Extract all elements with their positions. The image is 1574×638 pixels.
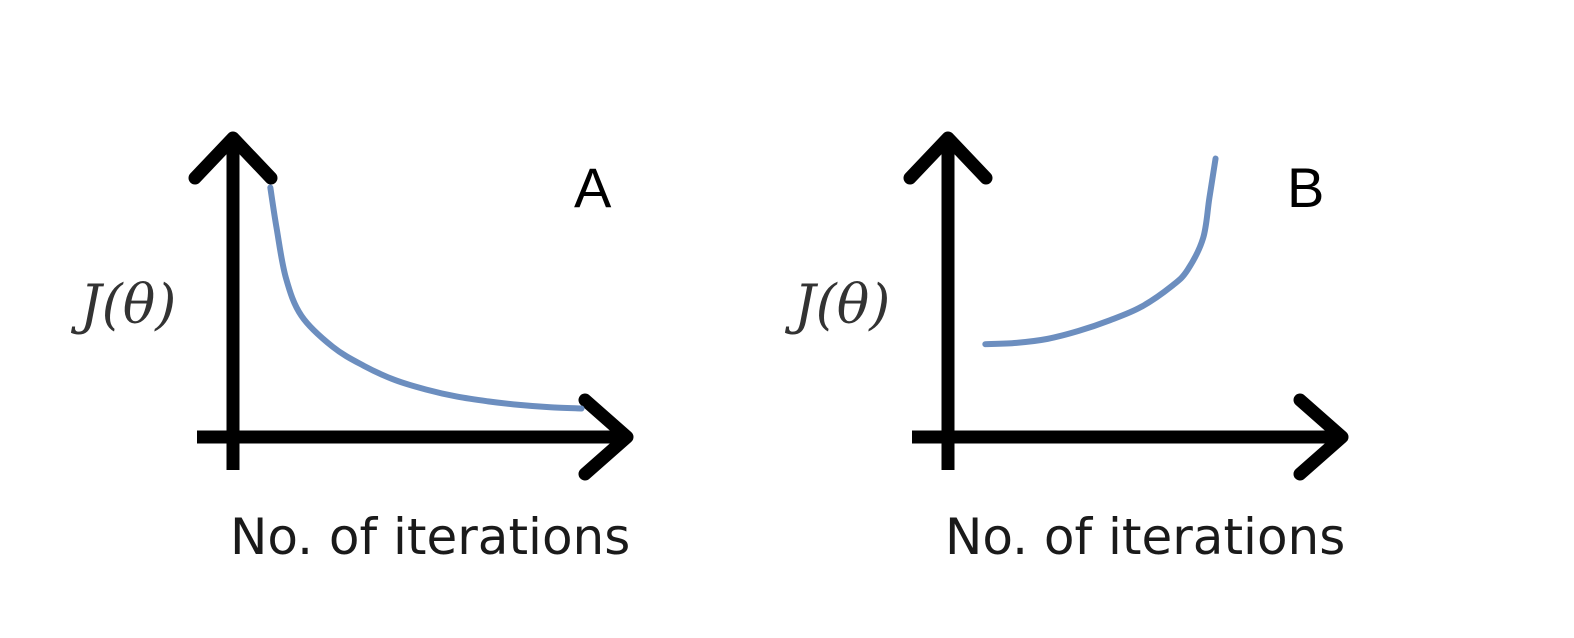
series-line [267, 184, 585, 412]
chart-panel-a: A J(θ) No. of iterations [70, 131, 634, 566]
y-axis-label: J(θ) [784, 273, 890, 336]
x-axis-arrowhead [1293, 393, 1349, 481]
y-axis-label: J(θ) [70, 273, 176, 336]
series-layer [982, 155, 1219, 348]
chart-panel-b: B J(θ) No. of iterations [784, 131, 1349, 566]
panel-label: B [1287, 156, 1324, 219]
panel-label: A [574, 156, 612, 219]
x-axis-arrowhead [578, 393, 634, 481]
x-axis-label: No. of iterations [945, 508, 1345, 566]
series-line [982, 155, 1219, 348]
series-layer [267, 184, 585, 412]
y-axis-arrowhead [188, 131, 278, 185]
y-axis-arrowhead [903, 131, 993, 185]
x-axis-label: No. of iterations [230, 508, 630, 566]
